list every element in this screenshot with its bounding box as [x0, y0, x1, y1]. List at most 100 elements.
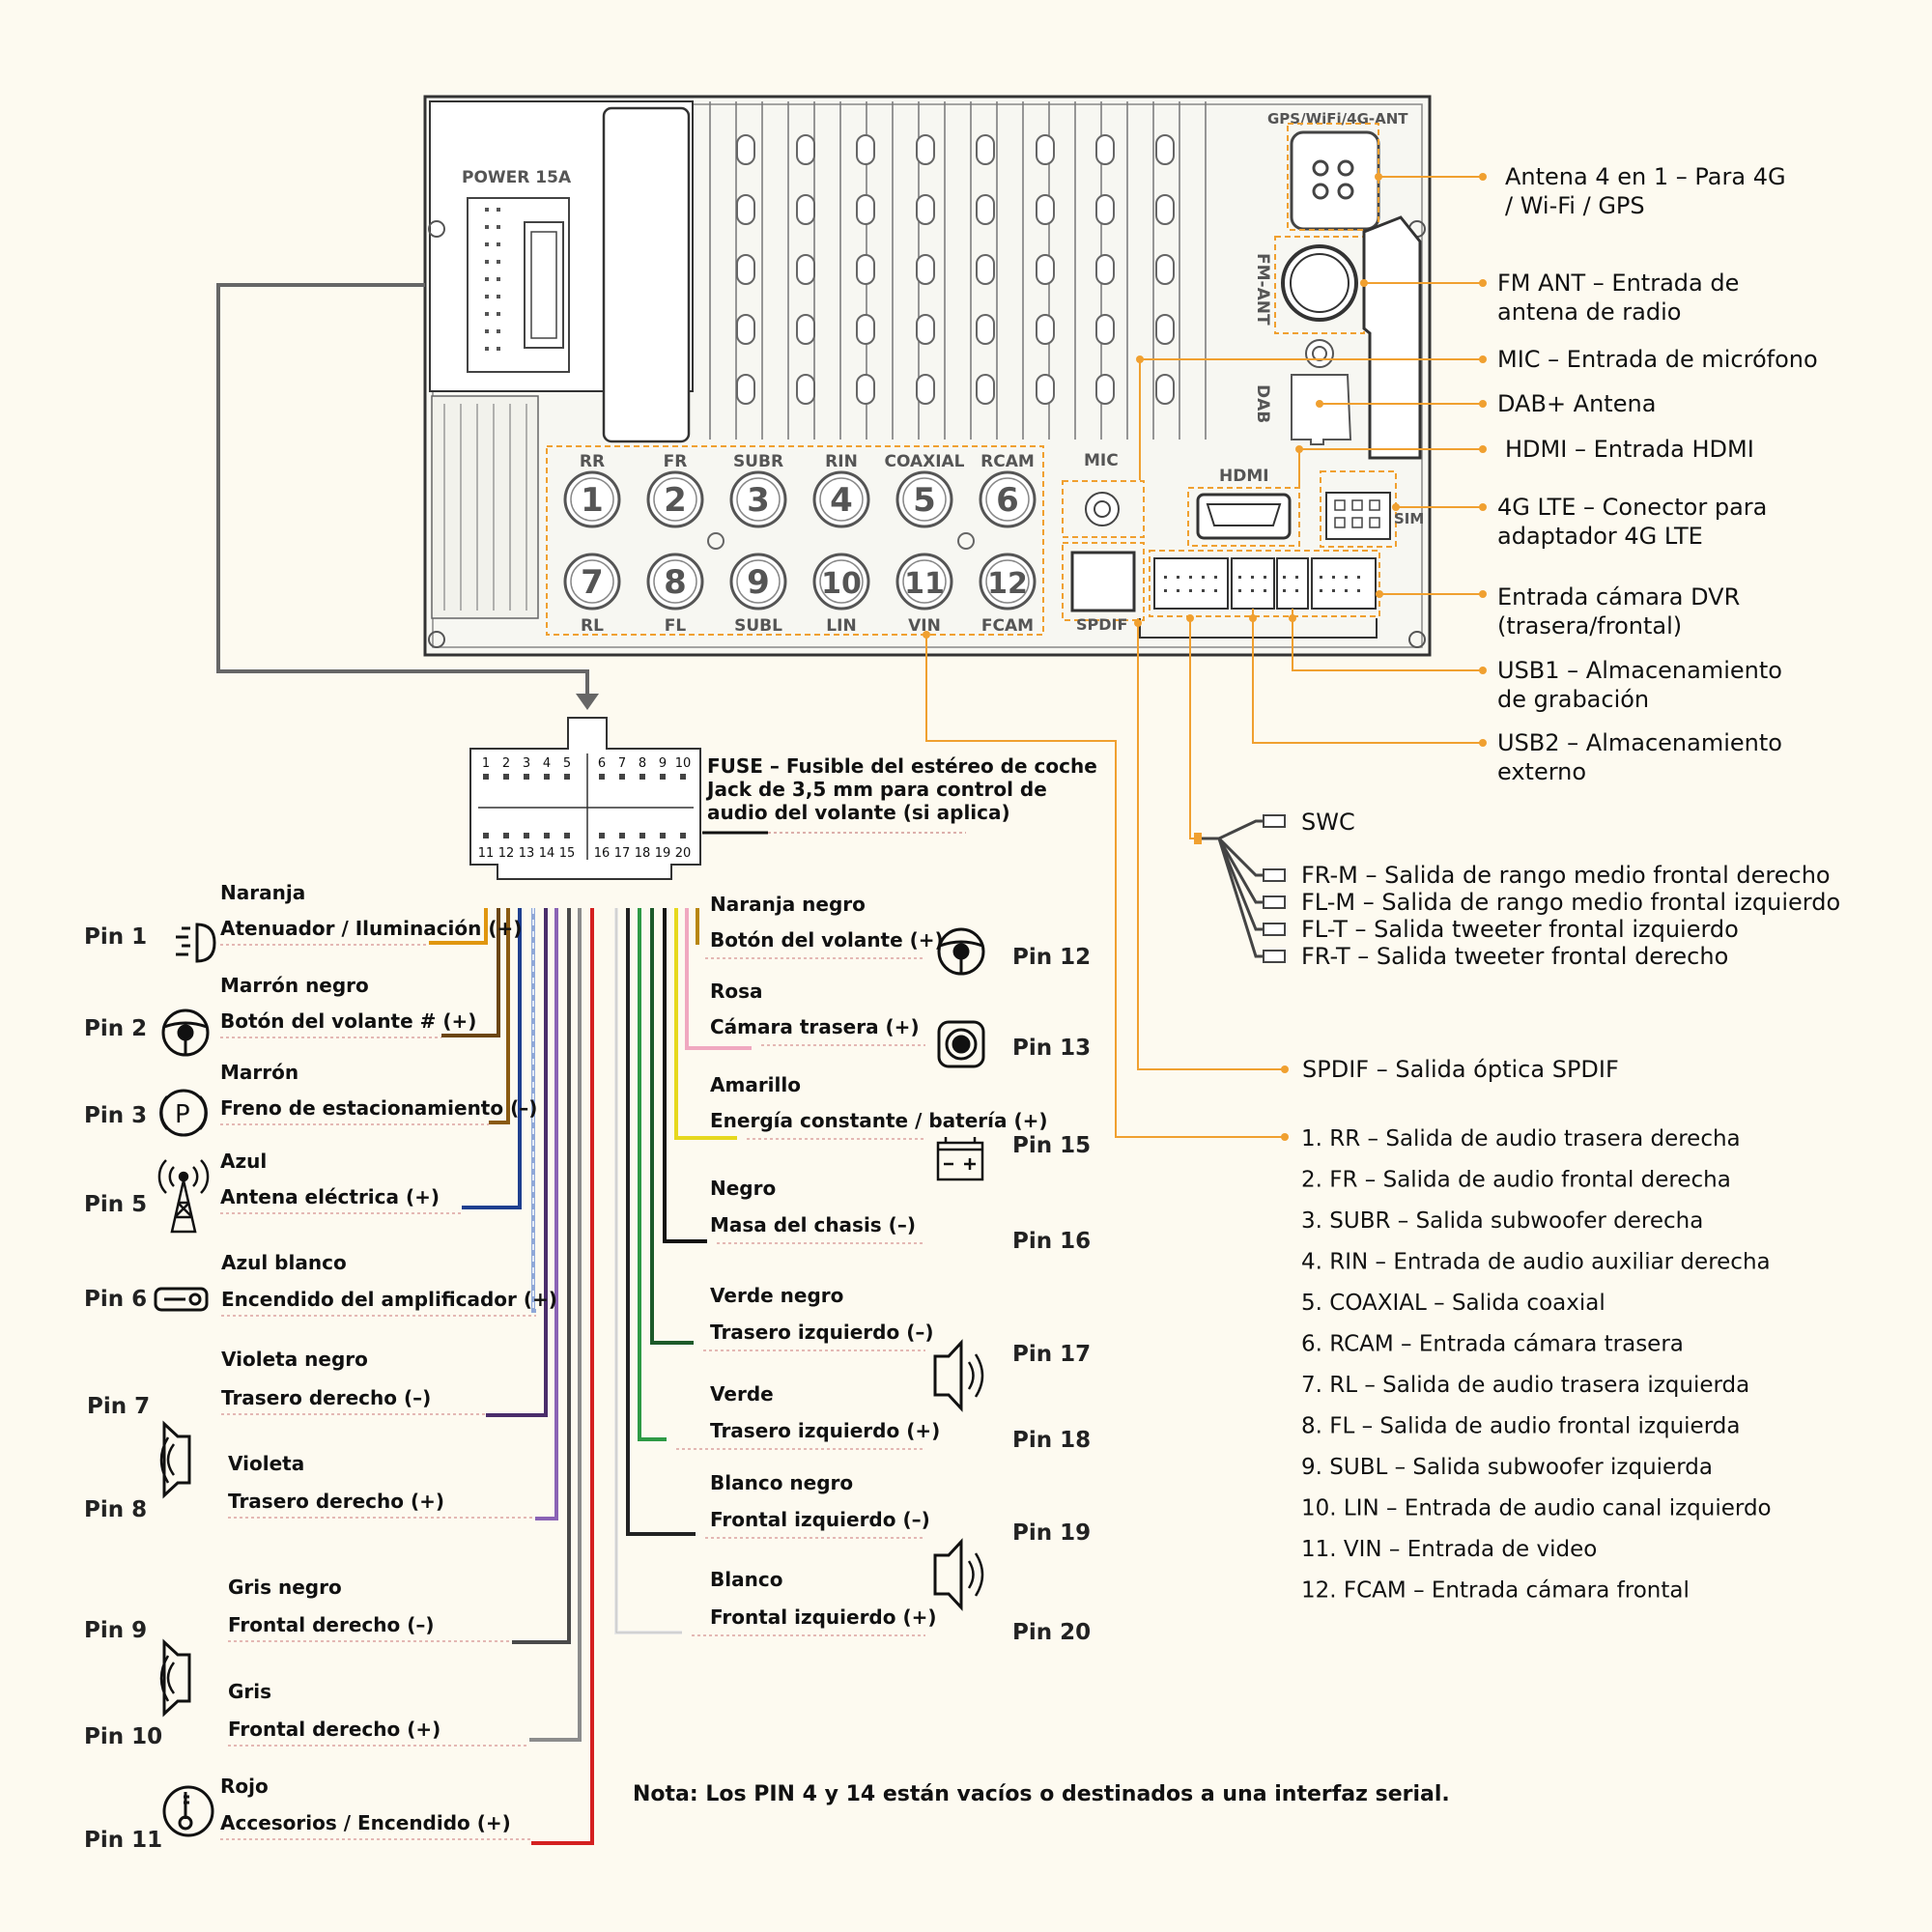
- rca-output-label: FL-T – Salida tweeter frontal izquierdo: [1301, 916, 1739, 943]
- rca-panel: [546, 445, 1044, 636]
- callout-line1: USB1 – Almacenamiento: [1497, 657, 1782, 684]
- wire-color-label: Naranja: [220, 881, 305, 904]
- connector-pin-number: 4: [543, 756, 551, 771]
- amplifier-icon: [154, 1287, 209, 1312]
- port-list-item: 3. SUBR – Salida subwoofer derecha: [1301, 1208, 1703, 1234]
- wire-color-label: Marrón negro: [220, 974, 369, 997]
- speaker-icon: [159, 1638, 191, 1718]
- speaker-icon: [933, 1538, 984, 1611]
- wire-color-label: Gris negro: [228, 1576, 342, 1599]
- pin-number: Pin 16: [1012, 1229, 1091, 1254]
- spdif-out-label: SPDIF – Salida óptica SPDIF: [1302, 1056, 1619, 1083]
- battery-icon: [936, 1137, 984, 1181]
- connector-pin-number: 19: [655, 846, 671, 861]
- speaker-icon: [933, 1339, 984, 1412]
- rca-port-label: VIN: [908, 616, 941, 636]
- rca-port-number: 5: [913, 481, 936, 520]
- pin-number: Pin 3: [84, 1103, 147, 1128]
- heatsink-fins: [709, 101, 1207, 440]
- connector-pin-number: 6: [598, 756, 606, 771]
- wire: [441, 908, 500, 1037]
- svg-text:P: P: [175, 1100, 190, 1129]
- wire: [531, 908, 594, 1845]
- fuse-note-line: Jack de 3,5 mm para control de: [705, 778, 1047, 801]
- connector-pin-number: 11: [478, 846, 495, 861]
- wire-color-label: Rojo: [220, 1775, 269, 1798]
- antenna-icon: [157, 1159, 210, 1234]
- wire: [489, 908, 510, 1124]
- rca-port-number: 11: [904, 567, 945, 601]
- callout-line1: HDMI – Entrada HDMI: [1505, 436, 1754, 463]
- rca-port-label: RIN: [825, 452, 858, 471]
- wire-function-label: Trasero izquierdo (–): [710, 1321, 933, 1344]
- fm-label: FM-ANT: [1253, 253, 1272, 326]
- power-label: POWER 15A: [462, 168, 572, 187]
- port-list-item: 12. FCAM – Entrada cámara frontal: [1301, 1578, 1690, 1604]
- wire-color-label: Violeta negro: [221, 1348, 368, 1371]
- pin-number: Pin 7: [87, 1394, 150, 1419]
- steering-wheel-icon: [161, 1009, 210, 1057]
- rca-port-label: SUBR: [733, 452, 783, 471]
- rca-port-label: RR: [580, 452, 605, 471]
- right-callout: DAB+ Antena: [1497, 390, 1656, 417]
- parking-brake-icon: P: [159, 1089, 208, 1137]
- callout-line2: / Wi-Fi / GPS: [1505, 192, 1645, 219]
- rca-port-label: RL: [581, 616, 604, 636]
- connector-pin-number: 3: [523, 756, 530, 771]
- right-callout: Antena 4 en 1 – Para 4G/ Wi-Fi / GPS: [1505, 163, 1786, 219]
- gps-connector: [1290, 130, 1380, 231]
- swc-label: SWC: [1301, 809, 1355, 836]
- connector-pin-number: 13: [519, 846, 535, 861]
- callout-line2: antena de radio: [1497, 298, 1681, 326]
- power-connector: [467, 197, 570, 373]
- wire-color-label: Azul blanco: [221, 1251, 347, 1274]
- wire-color-label: Verde: [710, 1382, 774, 1406]
- port-list-item: 5. COAXIAL – Salida coaxial: [1301, 1291, 1605, 1316]
- wire: [638, 908, 667, 1441]
- connector-pin-number: 8: [639, 756, 646, 771]
- wire: [429, 908, 488, 945]
- wire-color-label: Rosa: [710, 980, 763, 1003]
- rca-port-number: 8: [664, 563, 687, 602]
- icons: P: [154, 923, 985, 1837]
- port-list-item: 11. VIN – Entrada de video: [1301, 1537, 1597, 1562]
- wire-color-label: Gris: [228, 1680, 271, 1703]
- wire-color-label: Amarillo: [710, 1073, 801, 1096]
- port-list-item: 7. RL – Salida de audio trasera izquierd…: [1301, 1373, 1749, 1398]
- pin-number: Pin 18: [1012, 1428, 1091, 1453]
- connector-pin-number: 15: [559, 846, 576, 861]
- wire-function-label: Energía constante / batería (+): [710, 1109, 1048, 1132]
- callout-line2: de grabación: [1497, 686, 1649, 713]
- connector-pin-number: 10: [675, 756, 692, 771]
- port-list-item: 1. RR – Salida de audio trasera derecha: [1301, 1126, 1741, 1151]
- rca-port-label: LIN: [826, 616, 856, 636]
- rca-port-label: RCAM: [980, 452, 1035, 471]
- pin-number: Pin 9: [84, 1618, 147, 1643]
- hdmi-label: HDMI: [1219, 467, 1269, 486]
- pin-number: Pin 2: [84, 1016, 147, 1041]
- port-list-item: 8. FL – Salida de audio frontal izquierd…: [1301, 1414, 1740, 1439]
- port-list-item: 4. RIN – Entrada de audio auxiliar derec…: [1301, 1250, 1771, 1275]
- right-callout: MIC – Entrada de micrófono: [1497, 346, 1818, 373]
- wire-function-label: Frontal izquierdo (–): [710, 1508, 930, 1531]
- light-icon: [176, 923, 216, 963]
- leader-lines: [925, 176, 1483, 1138]
- wire: [535, 908, 558, 1520]
- callout-line1: DAB+ Antena: [1497, 390, 1656, 417]
- wire: [531, 908, 536, 1313]
- connector-pin-number: 7: [618, 756, 626, 771]
- wire-function-label: Frontal izquierdo (+): [710, 1605, 937, 1629]
- rca-port-label: FR: [664, 452, 688, 471]
- rca-port-number: 12: [987, 567, 1028, 601]
